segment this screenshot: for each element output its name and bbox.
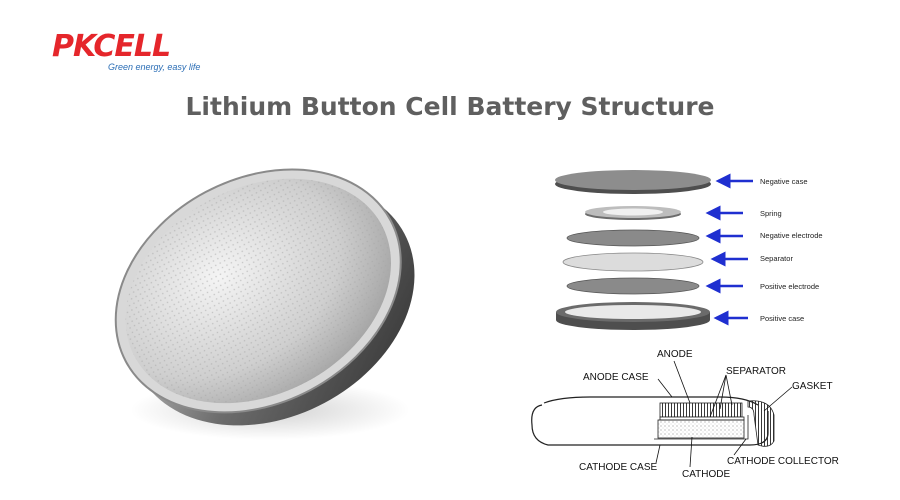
label-cathode: CATHODE (682, 469, 731, 480)
cross-section-diagram (531, 360, 793, 468)
cathode-layer (657, 419, 745, 439)
negative-electrode-disc (566, 229, 700, 247)
brand-name: PKCELL (52, 29, 171, 64)
leader-cathode-collector (733, 438, 747, 456)
label-separator-section: SEPARATOR (726, 366, 787, 377)
label-negative-electrode: Negative electrode (760, 231, 823, 240)
label-negative-case: Negative case (760, 177, 808, 186)
label-anode: ANODE (657, 349, 693, 360)
label-spring: Spring (760, 209, 782, 218)
brand-tagline: Green energy, easy life (108, 62, 201, 72)
label-cathode-case: CATHODE CASE (579, 462, 658, 473)
leader-separator-3 (725, 374, 733, 406)
brand-logo: PKCELL Green energy, easy life (52, 32, 202, 80)
leader-separator-2 (719, 374, 727, 410)
exploded-view-diagram (555, 170, 753, 330)
leader-cathode-case (655, 444, 661, 464)
leader-anode-case (657, 378, 673, 398)
anode-layer (659, 402, 743, 418)
leader-cathode (689, 436, 693, 468)
label-positive-electrode: Positive electrode (760, 282, 820, 291)
positive-electrode-disc (566, 277, 700, 295)
negative-case-disc (555, 170, 711, 194)
gasket-shape (747, 400, 775, 447)
label-gasket: GASKET (792, 381, 833, 392)
page-title: Lithium Button Cell Battery Structure (185, 92, 715, 121)
label-separator: Separator (760, 254, 793, 263)
cathode-collector-outline (654, 415, 749, 440)
leader-gasket (763, 386, 793, 412)
label-cathode-collector: CATHODE COLLECTOR (727, 456, 839, 467)
positive-case-cup (556, 302, 710, 330)
coin-cell-illustration (114, 168, 415, 440)
label-positive-case: Positive case (760, 314, 805, 323)
leader-anode (673, 360, 691, 404)
spring-ring (585, 206, 681, 220)
separator-layer (659, 416, 745, 421)
label-anode-case: ANODE CASE (583, 372, 649, 383)
leader-separator-1 (709, 374, 727, 418)
separator-disc (562, 252, 704, 272)
